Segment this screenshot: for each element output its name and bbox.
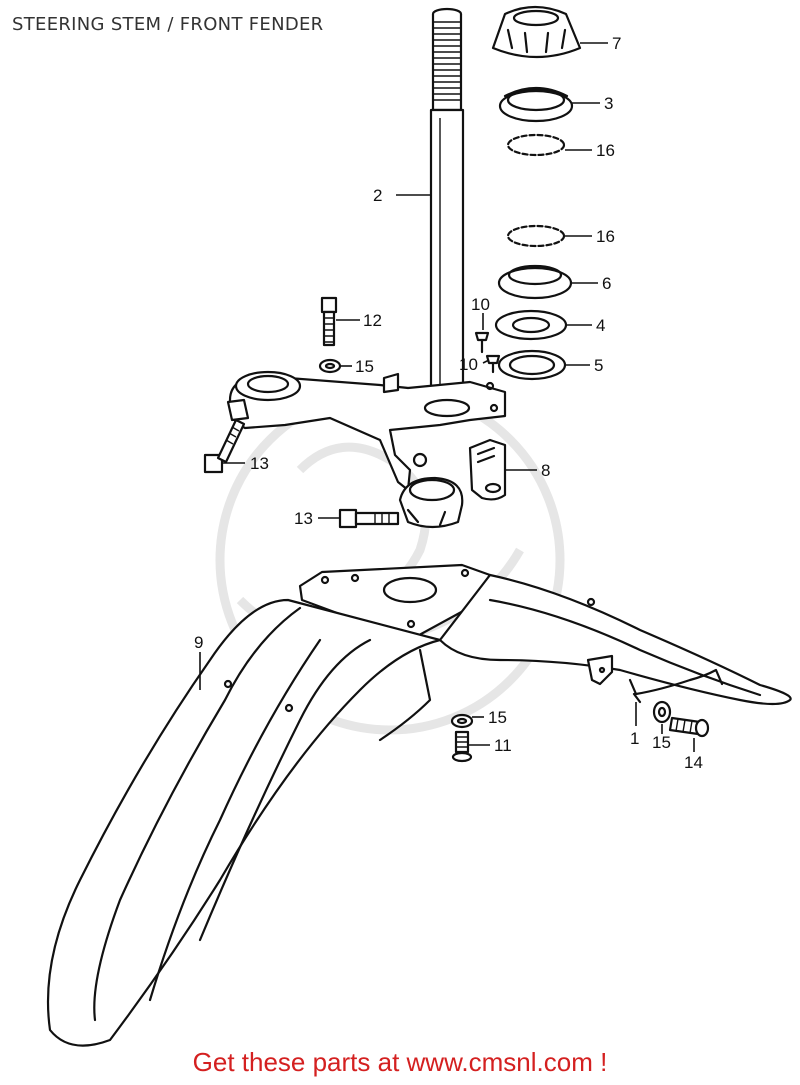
part-13-bolt-lower: [338, 508, 400, 529]
part-9-front-fender: [46, 563, 792, 1047]
part-3-race: [498, 86, 574, 123]
callout-3: 3: [604, 94, 613, 113]
callout-2: 2: [373, 186, 382, 205]
part-15-washer-lower: [450, 713, 474, 729]
part-15-washer-upper: [318, 358, 342, 374]
part-15-washer-rear: [652, 700, 672, 724]
callout-7: 7: [612, 34, 621, 53]
callout-15: 15: [652, 733, 671, 752]
callout-1: 1: [630, 729, 639, 748]
part-2-steering-stem: [429, 7, 465, 410]
promo-footer: Get these parts at www.cmsnl.com !: [192, 1047, 608, 1077]
part-13-bolt-upper: [203, 418, 246, 474]
part-10-screw-a: [474, 331, 490, 354]
part-11-screw: [451, 730, 473, 763]
callout-6: 6: [602, 274, 611, 293]
callout-14: 14: [684, 753, 703, 772]
part-8-bracket: [468, 438, 507, 501]
part-12-bolt: [320, 296, 338, 347]
callout-16: 16: [596, 227, 615, 246]
part-5-seal: [497, 349, 567, 381]
callout-10: 10: [471, 295, 490, 314]
callout-9: 9: [194, 633, 203, 652]
callout-11: 11: [494, 736, 512, 755]
callout-15: 15: [488, 708, 507, 727]
callout-8: 8: [541, 461, 550, 480]
callout-13: 13: [294, 509, 313, 528]
callout-15: 15: [355, 357, 374, 376]
part-7-nut: [491, 5, 582, 59]
callout-13: 13: [250, 454, 269, 473]
part-16-balls-upper: [506, 133, 566, 157]
callout-16: 16: [596, 141, 615, 160]
part-14-screw: [668, 716, 710, 738]
part-1-wire-clip: [628, 668, 724, 704]
callout-labels: 7 3 16 2 16 6 12 10 4 15 10 5 13 8 13 9 …: [194, 34, 703, 772]
callout-12: 12: [363, 311, 382, 330]
callout-10: 10: [459, 355, 478, 374]
callout-4: 4: [596, 316, 605, 335]
part-4-washer: [494, 309, 568, 341]
callout-5: 5: [594, 356, 603, 375]
bottom-bridge: [226, 370, 507, 529]
page-title: STEERING STEM / FRONT FENDER: [12, 14, 324, 35]
part-6-race: [497, 264, 573, 300]
leader-lines: [199, 42, 695, 752]
part-16-balls-lower: [506, 224, 566, 248]
part-10-screw-b: [485, 354, 501, 374]
